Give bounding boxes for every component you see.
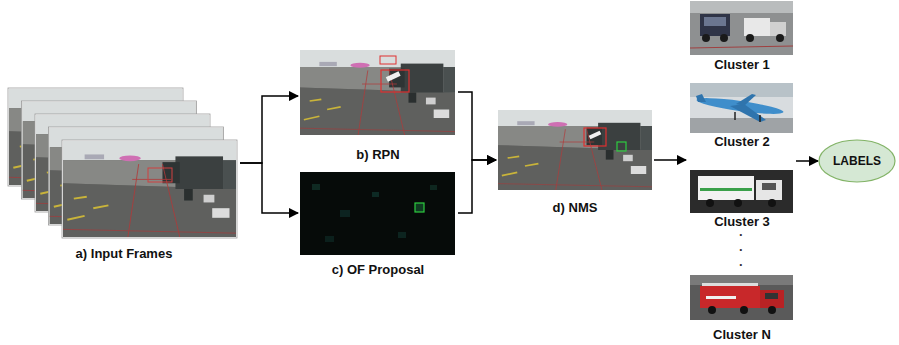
terminal-ellipse: LABELS — [818, 139, 896, 183]
flow-arrow — [240, 163, 298, 213]
panel-caption: Cluster 1 — [688, 57, 796, 73]
flow-arrow — [458, 92, 496, 160]
image-panel: c) OF Proposal — [298, 170, 458, 278]
flow-arrow — [796, 160, 818, 162]
ellipsis-dot: . — [739, 226, 743, 238]
ellipsis-dot: . — [739, 256, 743, 268]
flow-arrow — [654, 159, 686, 161]
image-panel: Cluster N — [688, 273, 796, 343]
panel-caption: c) OF Proposal — [298, 262, 458, 278]
image-panel: Cluster 2 — [688, 82, 796, 150]
cluster-n-image — [690, 275, 793, 320]
panel-caption: Cluster 2 — [688, 134, 796, 150]
flow-arrow — [458, 160, 496, 213]
node-label: LABELS — [818, 139, 896, 183]
cluster-3-image — [690, 170, 793, 213]
panel-caption: b) RPN — [298, 147, 458, 163]
panel-caption: Cluster N — [688, 327, 796, 343]
cluster-1-image — [690, 1, 793, 55]
image-panel: d) NMS — [496, 108, 654, 216]
flow-arrow — [240, 96, 298, 163]
cluster-2-image — [690, 83, 793, 133]
frame-stack — [8, 88, 237, 238]
image-panel: a) Input Frames — [8, 86, 240, 264]
rpn-image — [300, 50, 455, 135]
panel-caption: d) NMS — [496, 200, 654, 216]
panel-caption: a) Input Frames — [8, 246, 240, 262]
image-panel: b) RPN — [298, 48, 458, 164]
nms-image — [498, 110, 652, 190]
image-panel: Cluster 3 — [688, 168, 796, 230]
image-panel: Cluster 1 — [688, 0, 796, 73]
ellipsis-dot: . — [739, 241, 743, 253]
optical-flow-image — [300, 172, 455, 255]
